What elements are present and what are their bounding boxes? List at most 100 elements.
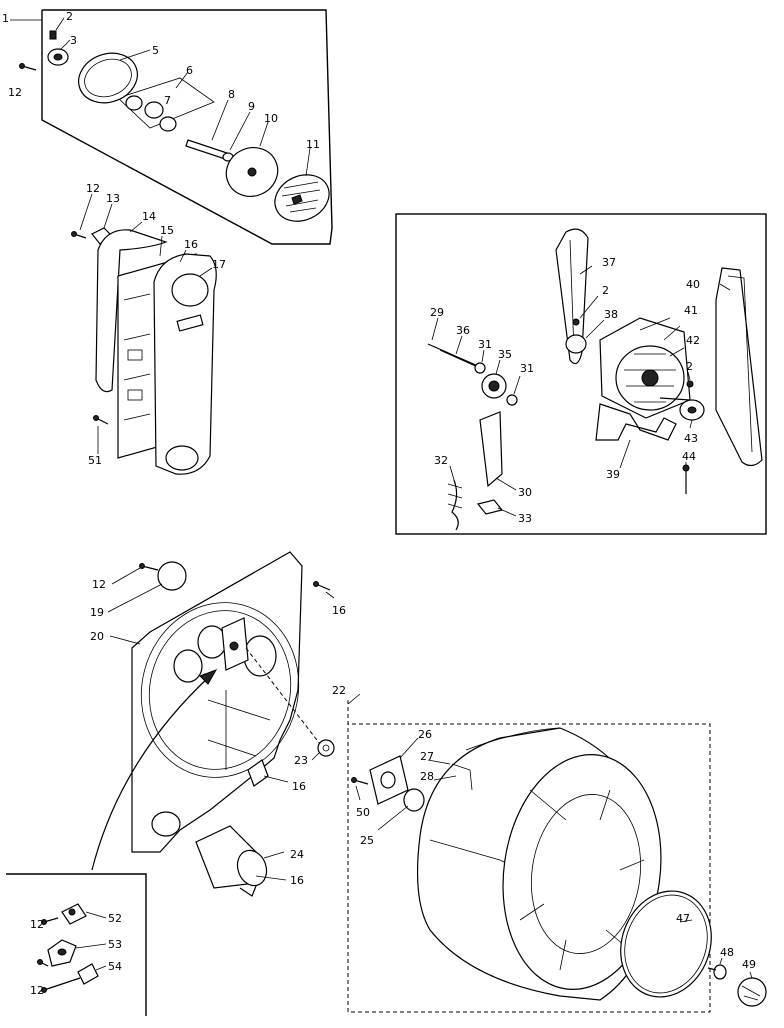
washer-31a	[474, 362, 486, 374]
group-rear-bulkhead	[91, 551, 335, 897]
callout-2: 2	[66, 10, 73, 23]
callout-20: 20	[90, 630, 104, 643]
pulley-38	[565, 334, 587, 354]
callout-30: 30	[518, 486, 532, 499]
callout-10: 10	[264, 112, 278, 125]
callout-31: 31	[520, 362, 534, 375]
screw-12b	[71, 231, 77, 237]
bracket-54	[77, 963, 99, 985]
seal-47	[620, 890, 712, 998]
callout-12: 12	[30, 984, 44, 997]
callout-12: 12	[86, 182, 100, 195]
callout-48: 48	[720, 946, 734, 959]
motor-inset-box	[395, 213, 767, 535]
callout-44: 44	[682, 450, 696, 463]
callout-15: 15	[160, 224, 174, 237]
screw-2c	[686, 380, 694, 388]
inset-box	[6, 873, 147, 1016]
callout-26: 26	[418, 728, 432, 741]
bearing-7	[144, 101, 164, 119]
screw-2	[49, 30, 57, 40]
drum-shaft-25	[403, 788, 425, 812]
cover-19	[157, 561, 187, 591]
callout-13: 13	[106, 192, 120, 205]
duct-opening-top	[171, 273, 209, 307]
callout-27: 27	[420, 750, 434, 763]
screw-12c	[139, 563, 145, 569]
callout-9: 9	[248, 100, 255, 113]
callout-14: 14	[142, 210, 156, 223]
callout-3: 3	[70, 34, 77, 47]
pin-29	[427, 343, 479, 367]
group-motor-assembly	[395, 213, 767, 535]
callout-36: 36	[456, 324, 470, 337]
callout-49: 49	[742, 958, 756, 971]
callout-1: 1	[2, 12, 9, 25]
callout-11: 11	[306, 138, 320, 151]
duct-17	[153, 253, 217, 475]
arm-30	[479, 411, 503, 488]
screw-50	[351, 777, 357, 783]
bearing-6	[125, 95, 143, 111]
callout-2: 2	[602, 284, 609, 297]
bulkhead-20	[131, 551, 303, 853]
drum-front-ring	[502, 754, 662, 990]
callout-29: 29	[430, 306, 444, 319]
callout-24: 24	[290, 848, 304, 861]
callout-16: 16	[290, 874, 304, 887]
callout-35: 35	[498, 348, 512, 361]
callout-53: 53	[108, 938, 122, 951]
callout-5: 5	[152, 44, 159, 57]
callout-16: 16	[332, 604, 346, 617]
rod-36	[439, 349, 481, 369]
blower-wheel-11	[274, 174, 330, 222]
drum-group-outline	[347, 700, 711, 1013]
callout-12: 12	[30, 918, 44, 931]
callout-6: 6	[186, 64, 193, 77]
callout-17: 17	[212, 258, 226, 271]
callout-52: 52	[108, 912, 122, 925]
belt-14	[95, 229, 168, 393]
group-belt-guide	[71, 193, 217, 475]
washer-48	[713, 964, 727, 980]
screw-51	[93, 415, 99, 421]
washer-23	[317, 739, 335, 757]
callout-50: 50	[356, 806, 370, 819]
group-inset-detail	[6, 873, 147, 1016]
washer-31b	[506, 394, 518, 406]
bracket-39	[595, 403, 677, 441]
callout-40: 40	[686, 278, 700, 291]
callout-31: 31	[478, 338, 492, 351]
group-1-outline	[41, 9, 333, 245]
callout-19: 19	[90, 606, 104, 619]
callout-54: 54	[108, 960, 122, 973]
callout-16: 16	[184, 238, 198, 251]
callout-38: 38	[604, 308, 618, 321]
callout-37: 37	[602, 256, 616, 269]
callout-28: 28	[420, 770, 434, 783]
callout-22: 22	[332, 684, 346, 697]
callout-33: 33	[518, 512, 532, 525]
callout-42: 42	[686, 334, 700, 347]
clip-33	[476, 499, 504, 515]
callout-7: 7	[164, 94, 171, 107]
callout-47: 47	[676, 912, 690, 925]
callout-labels: 1 2 3 5 6 7 8 9 10 11 12 12 13 14 15 16 …	[2, 10, 756, 997]
callout-51: 51	[88, 454, 102, 467]
callout-23: 23	[294, 754, 308, 767]
callout-41: 41	[684, 304, 698, 317]
screw-2b	[572, 318, 580, 326]
group-drum-assembly	[347, 693, 767, 1013]
callout-43: 43	[684, 432, 698, 445]
screw-16b	[313, 581, 319, 587]
callout-8: 8	[228, 88, 235, 101]
callout-32: 32	[434, 454, 448, 467]
spring-32	[451, 479, 459, 531]
callout-arrow	[91, 675, 211, 871]
group-blower-assembly	[10, 9, 333, 245]
callout-12: 12	[92, 578, 106, 591]
callout-12: 12	[8, 86, 22, 99]
callout-39: 39	[606, 468, 620, 481]
